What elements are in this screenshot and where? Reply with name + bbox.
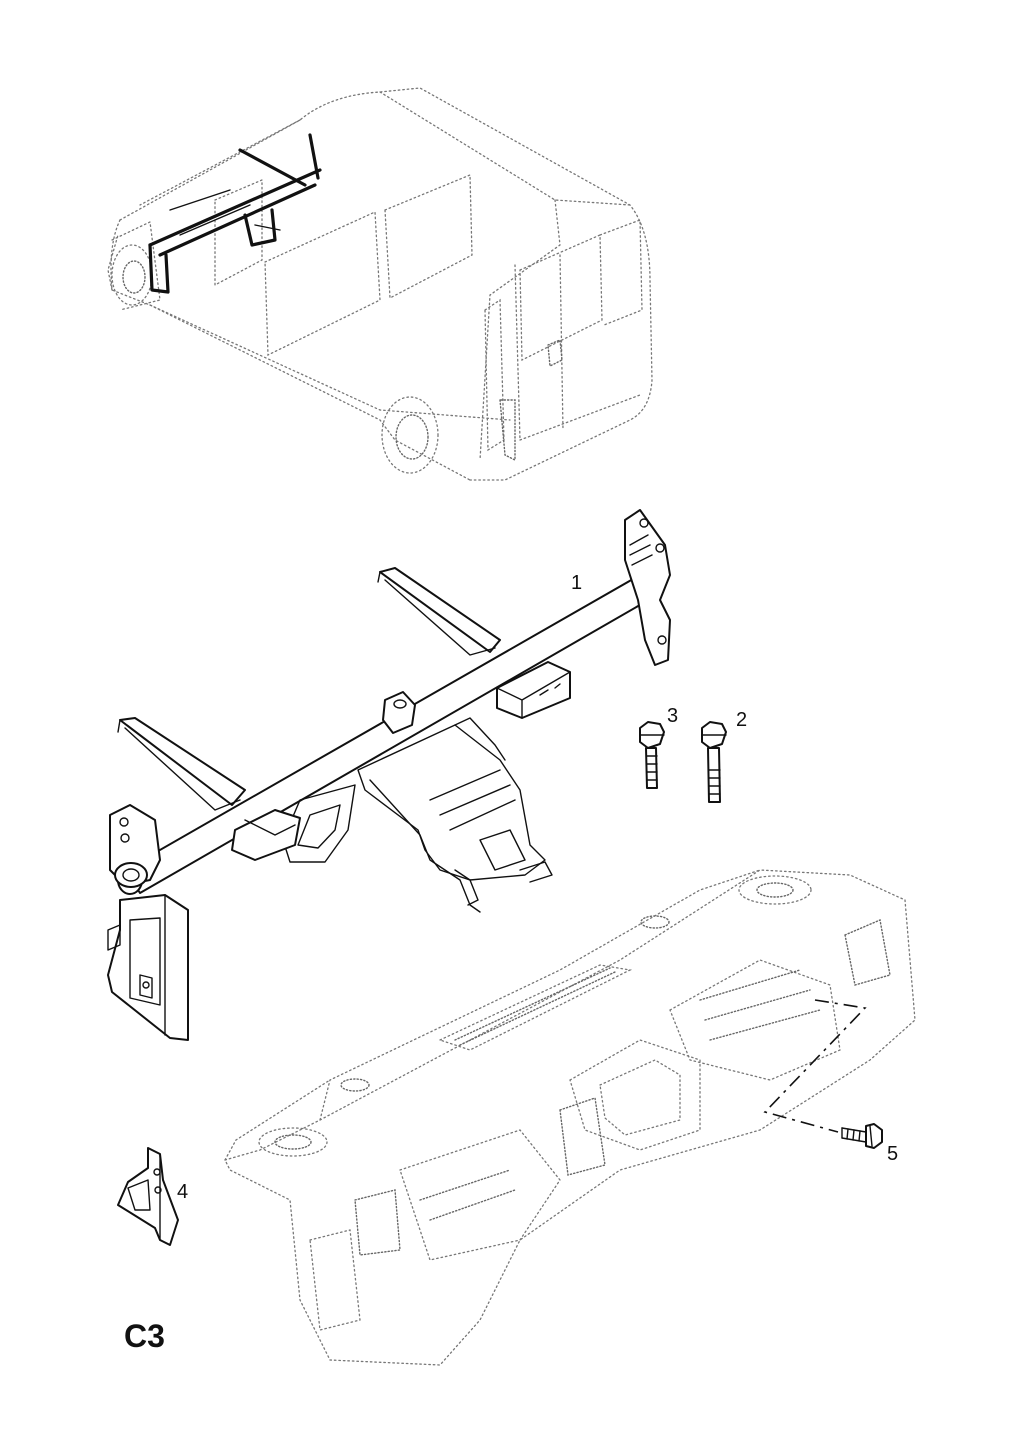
bracket-part-4 (117, 1147, 179, 1246)
van-context-illustration (107, 87, 653, 481)
bolt-5-locator-line (763, 999, 867, 1133)
callout-4: 4 (177, 1181, 188, 1203)
callout-5: 5 (887, 1143, 898, 1165)
bolt-part-5 (841, 1123, 883, 1149)
dashboard-context-illustration (224, 869, 916, 1366)
figure-code: C3 (124, 1318, 165, 1354)
callout-1: 1 (571, 572, 582, 594)
callout-3: 3 (667, 705, 678, 727)
dashboard-crossmember (107, 509, 671, 1041)
van-crossmember-highlight (148, 133, 322, 294)
bolt-part-3 (639, 721, 665, 789)
callout-2: 2 (736, 709, 747, 731)
bolt-part-2 (701, 721, 727, 803)
